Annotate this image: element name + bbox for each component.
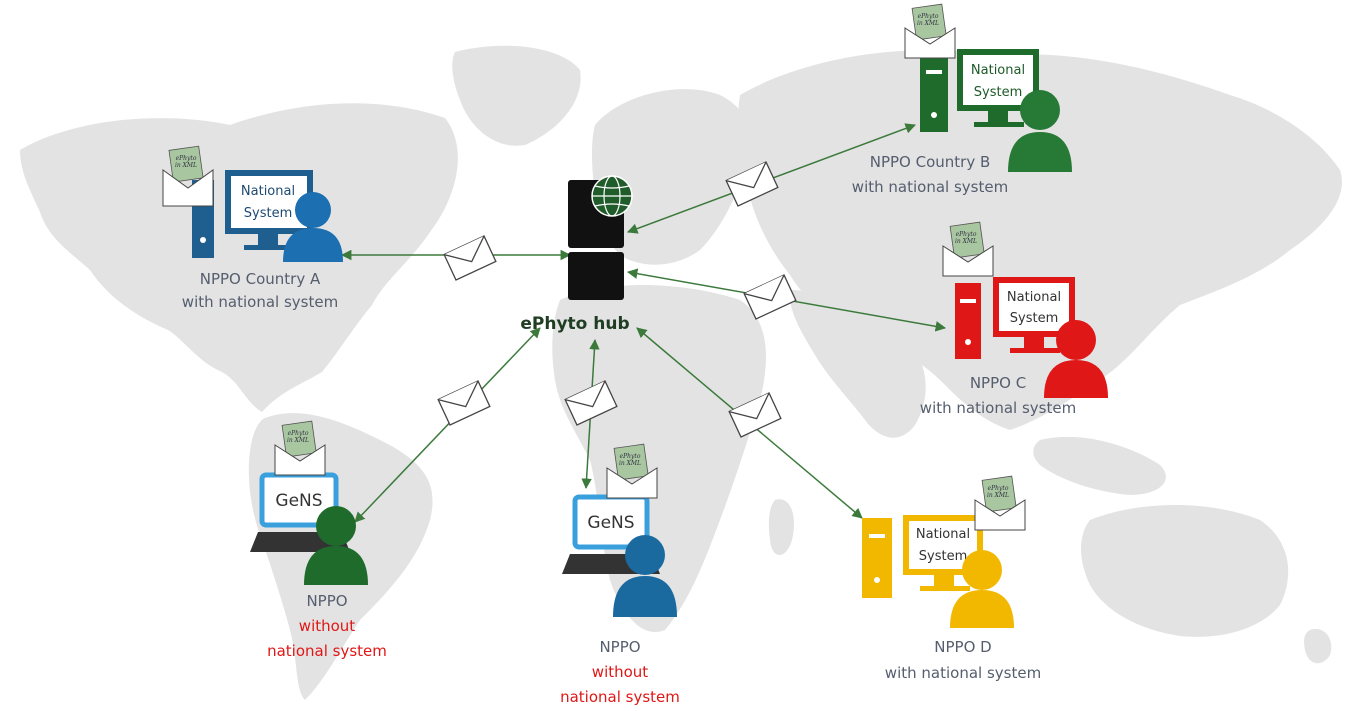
envelope-icon	[437, 380, 491, 426]
map-greenland	[452, 45, 581, 146]
ephyto-certificate-card	[168, 145, 204, 183]
link-hub-to-e	[354, 327, 541, 523]
computer-tower	[862, 518, 892, 598]
screen-line-1: National	[241, 184, 295, 199]
computer-tower	[955, 283, 981, 359]
node-title: NPPO Country A	[200, 270, 321, 288]
ephyto-certificate-card	[613, 443, 649, 481]
envelope-open-icon	[974, 499, 1026, 531]
node-nppo-c: National System NPPO C with national sys…	[920, 277, 1108, 417]
monitor-screen	[993, 277, 1075, 337]
card-line-1: ePhyto	[918, 13, 939, 20]
map-australia	[1081, 505, 1289, 637]
ephyto-card-b: ePhyto in XML	[904, 3, 956, 59]
node-title: NPPO D	[934, 638, 991, 656]
envelope-open-icon	[942, 245, 994, 277]
card-line-1: ePhyto	[288, 430, 309, 437]
node-title: NPPO Country B	[870, 153, 991, 171]
screen-line-2: System	[244, 206, 292, 221]
screen-line-2: System	[974, 85, 1022, 100]
card-line-2: in XML	[287, 437, 309, 444]
node-title: NPPO	[599, 638, 640, 656]
hub-label: ePhyto hub	[520, 314, 629, 334]
ephyto-card-a: ePhyto in XML	[162, 145, 214, 207]
person-icon	[1020, 90, 1060, 130]
screen-line-2: System	[1010, 311, 1058, 326]
screen-line-1: National	[1007, 290, 1061, 305]
envelope-icon	[443, 235, 497, 281]
person-icon	[962, 550, 1002, 590]
person-icon	[316, 506, 356, 546]
node-warning-line-1: without	[299, 617, 356, 635]
card-line-2: in XML	[987, 492, 1009, 499]
envelope-open-icon	[162, 169, 214, 207]
node-nppo-country-b: National System NPPO Country B with nati…	[852, 49, 1072, 196]
card-line-1: ePhyto	[988, 485, 1009, 492]
node-nppo-country-a: National System NPPO Country A with nati…	[182, 170, 343, 311]
ephyto-card-f: ePhyto in XML	[606, 443, 658, 499]
card-line-1: ePhyto	[176, 155, 197, 162]
person-icon	[625, 535, 665, 575]
envelope-icon	[728, 392, 782, 438]
map-madagascar	[768, 499, 795, 555]
envelope-icon	[564, 380, 618, 426]
screen-line-1: GeNS	[275, 491, 322, 511]
ephyto-certificate-card	[949, 221, 985, 259]
ephyto-hub: ePhyto hub	[520, 175, 633, 334]
ephyto-certificate-card	[281, 420, 317, 458]
node-nppo-without-system-e: GeNS NPPO without national system	[250, 472, 387, 660]
screen-line-1: National	[916, 527, 970, 542]
hub-server-bottom	[568, 252, 624, 300]
node-subtitle: with national system	[182, 293, 338, 311]
envelope-open-icon	[606, 467, 658, 499]
card-line-2: in XML	[619, 460, 641, 467]
screen-line-2: System	[919, 549, 967, 564]
ephyto-card-d: ePhyto in XML	[974, 475, 1026, 531]
envelope-open-icon	[274, 444, 326, 476]
node-nppo-d: National System NPPO D with national sys…	[862, 515, 1041, 682]
computer-tower	[920, 52, 948, 132]
card-line-1: ePhyto	[620, 453, 641, 460]
card-line-1: ePhyto	[956, 231, 977, 238]
node-subtitle: with national system	[885, 664, 1041, 682]
person-icon	[1056, 320, 1096, 360]
person-icon	[295, 192, 331, 228]
card-line-2: in XML	[955, 238, 977, 245]
ephyto-certificate-card	[911, 3, 947, 41]
node-warning-line-1: without	[592, 663, 649, 681]
map-north-america	[20, 103, 458, 412]
node-warning-line-2: national system	[560, 688, 680, 706]
card-line-2: in XML	[175, 162, 197, 169]
node-subtitle: with national system	[920, 399, 1076, 417]
map-new-zealand	[1304, 629, 1332, 664]
ephyto-card-e: ePhyto in XML	[274, 420, 326, 476]
map-se-asia-islands	[1033, 436, 1166, 495]
node-warning-line-2: national system	[267, 642, 387, 660]
node-subtitle: with national system	[852, 178, 1008, 196]
screen-line-1: National	[971, 63, 1025, 78]
ephyto-card-c: ePhyto in XML	[942, 221, 994, 277]
link-envelopes	[437, 161, 797, 438]
envelope-open-icon	[904, 27, 956, 59]
ephyto-certificate-card	[981, 475, 1017, 513]
monitor-screen	[957, 49, 1039, 111]
node-title: NPPO C	[970, 374, 1026, 392]
node-nppo-without-system-f: GeNS NPPO without national system	[560, 494, 680, 706]
screen-line-1: GeNS	[587, 513, 634, 533]
envelope-icon	[725, 161, 779, 207]
node-title: NPPO	[306, 592, 347, 610]
world-map-background	[20, 45, 1342, 700]
envelope-icon	[743, 274, 797, 320]
card-line-2: in XML	[917, 20, 939, 27]
